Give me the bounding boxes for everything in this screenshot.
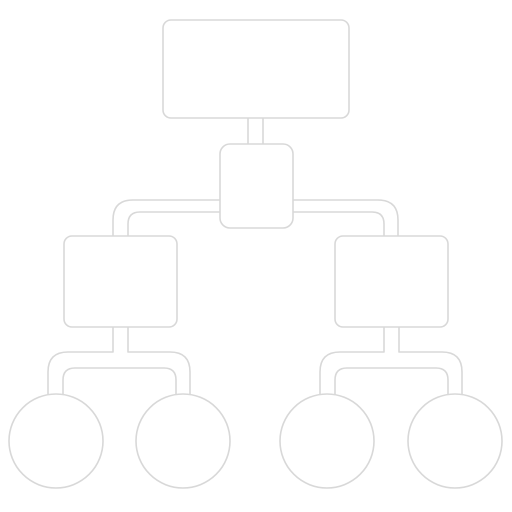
left-branch-node [63, 235, 178, 328]
leaf-node-4 [407, 393, 503, 489]
leaf-node-2 [135, 393, 231, 489]
connector-hub-left [112, 199, 221, 237]
leaf-node-1 [8, 393, 104, 489]
connector-root-hub [247, 117, 264, 145]
connector-hub-right [291, 199, 399, 237]
hub-node [219, 143, 294, 229]
root-node [162, 19, 350, 119]
right-branch-node [334, 235, 449, 328]
connector-right-leaves [319, 326, 463, 399]
connector-left-leaves [47, 326, 191, 399]
leaf-node-3 [279, 393, 375, 489]
